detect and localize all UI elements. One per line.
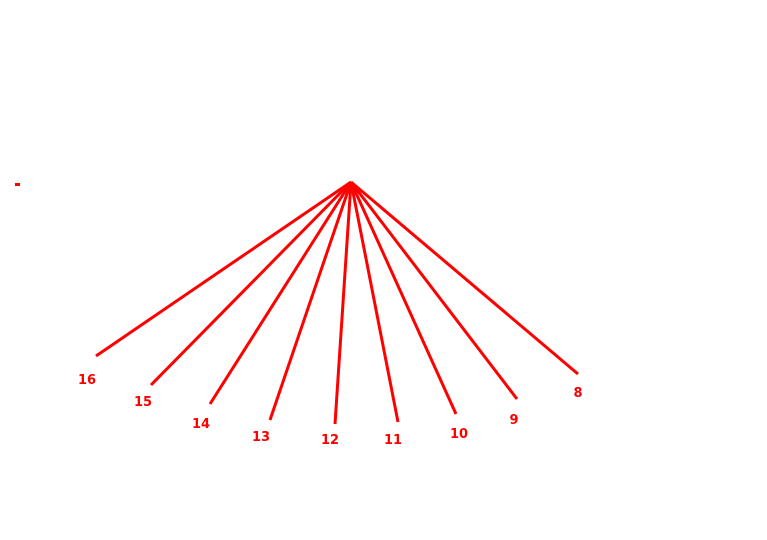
ray-label: 15 — [134, 395, 152, 410]
ray-label: 10 — [450, 427, 468, 442]
ray-label: 9 — [509, 413, 518, 428]
ray-line-11 — [349, 181, 400, 423]
ray-label: 12 — [321, 433, 339, 448]
ray-label: 13 — [252, 430, 270, 445]
ray-line-14 — [208, 181, 353, 405]
ray-label: 8 — [573, 386, 582, 401]
ray-line-8 — [350, 180, 579, 376]
small-marker — [15, 183, 20, 186]
ray-label: 16 — [78, 373, 96, 388]
ray-line-12 — [333, 181, 353, 425]
ray-line-16 — [95, 180, 352, 358]
ray-line-9 — [349, 181, 519, 400]
ray-line-10 — [349, 181, 458, 415]
ray-line-13 — [268, 181, 353, 421]
ray-label: 14 — [192, 417, 210, 432]
ray-label: 11 — [384, 433, 402, 448]
ray-line-15 — [149, 180, 353, 387]
